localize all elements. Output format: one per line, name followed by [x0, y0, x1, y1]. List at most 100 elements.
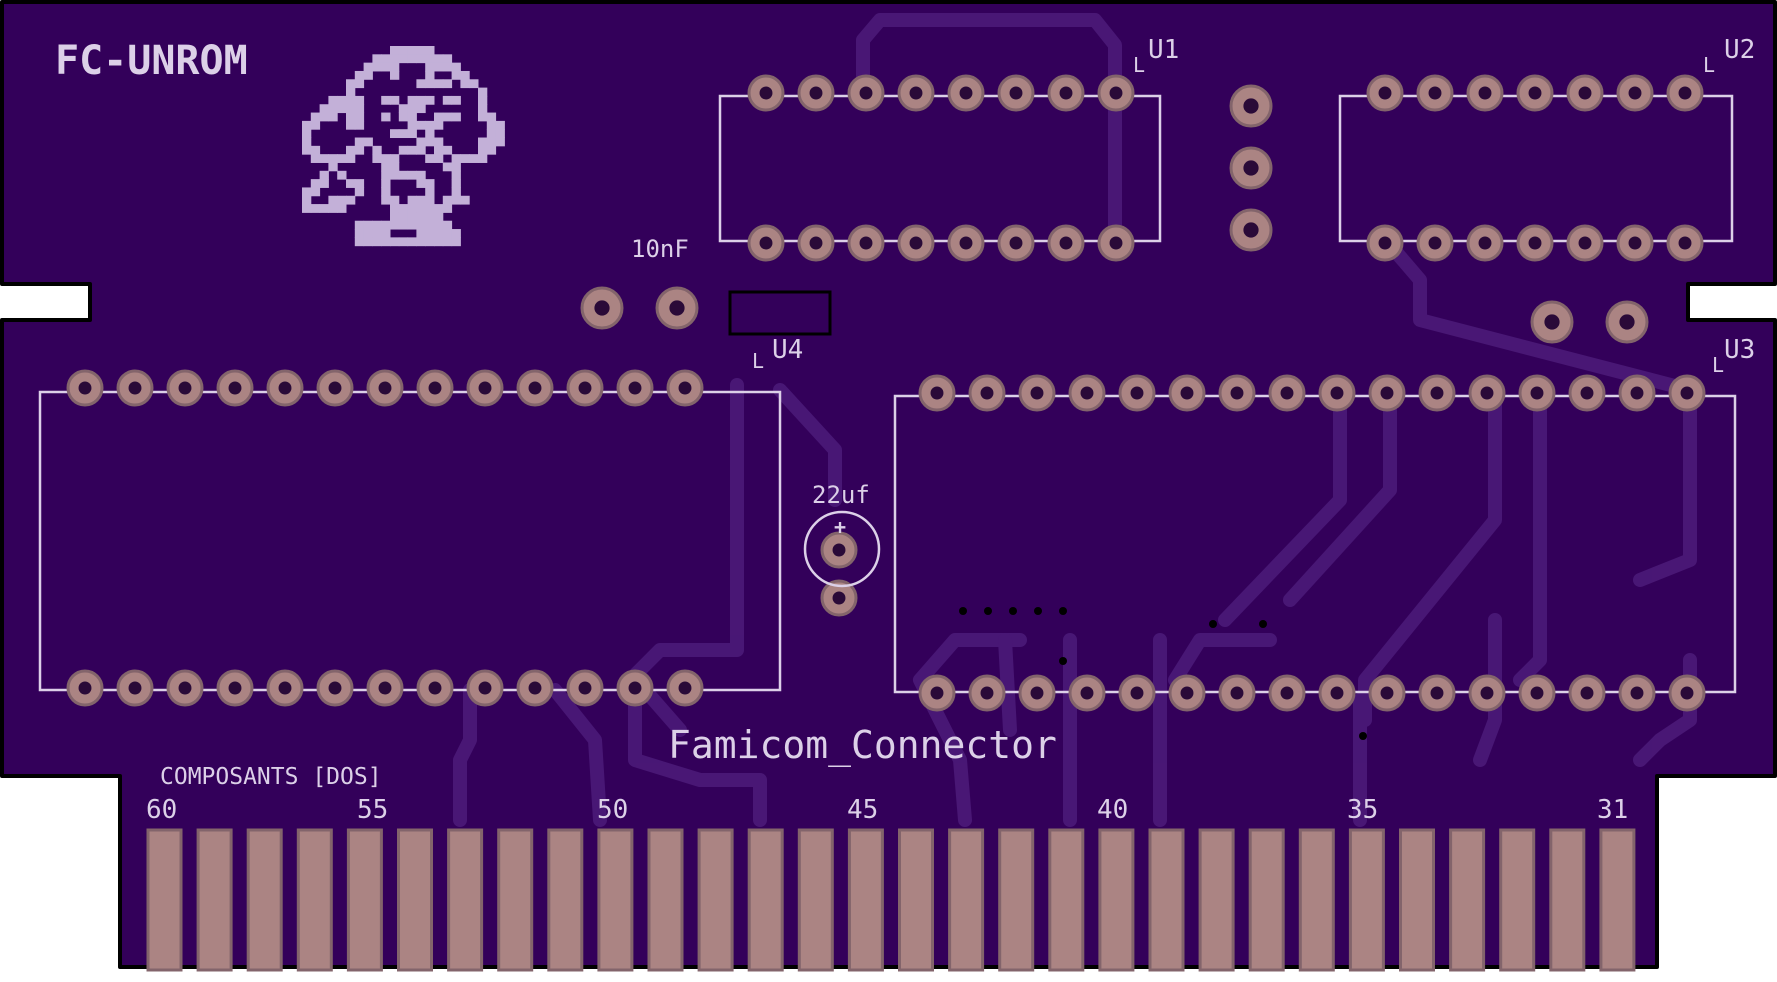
edge-finger [797, 828, 834, 972]
u3-pin-pad [968, 674, 1006, 712]
u3-pin-pad [1618, 674, 1656, 712]
u1-pin-pad [747, 74, 785, 112]
vias [959, 607, 1367, 740]
u3-pin-pad [1168, 374, 1206, 412]
u4-chip-pin-pad [616, 369, 654, 407]
cap-elec-pad [820, 531, 858, 569]
u2-pin-pad [1416, 74, 1454, 112]
ref-u4: U4 [772, 335, 803, 365]
u3-pin-pad [1068, 674, 1106, 712]
u4-chip-pin-pad [616, 669, 654, 707]
u3-pin-pad [1268, 374, 1306, 412]
ref-u2: U2 [1724, 35, 1755, 65]
u2-pin-pad [1616, 74, 1654, 112]
edge-finger [1298, 828, 1335, 972]
u3-pin-pad [1568, 374, 1606, 412]
u4-chip-pin-pad [216, 669, 254, 707]
u2-pin-pad [1366, 74, 1404, 112]
edge-connector-fingers [146, 828, 1636, 972]
edge-finger [898, 828, 934, 972]
edge-finger [296, 828, 333, 972]
cap-elec-plus: + [834, 515, 846, 539]
u2-pin-pad [1666, 74, 1704, 112]
u2-pin-pad [1666, 224, 1704, 262]
u3-pin-pad [1318, 374, 1356, 412]
edge-finger [246, 828, 283, 972]
via [1259, 620, 1267, 628]
edge-finger [1449, 828, 1486, 972]
u4-chip-pin-pad [266, 669, 304, 707]
edge-finger [146, 828, 183, 972]
u2-pin-pad [1366, 224, 1404, 262]
edge-finger [1549, 828, 1586, 972]
u1-pin-pad [897, 74, 935, 112]
u2-pin-pad [1566, 74, 1604, 112]
edge-finger [1399, 828, 1435, 972]
u4-chip-pin-pad [516, 669, 554, 707]
u4-chip-pin-pad [216, 369, 254, 407]
u3-pin-pad [1568, 674, 1606, 712]
u3-pin-pad [1418, 374, 1456, 412]
u3-pin-pad [918, 374, 956, 412]
u4-chip-pin-pad [566, 669, 604, 707]
u2-pin-pad [1616, 224, 1654, 262]
cap-small-pad [580, 286, 624, 330]
ref-u1: U1 [1148, 35, 1179, 65]
edge-pin-label: 45 [847, 795, 878, 825]
edge-finger [1499, 828, 1536, 972]
u3-outline [893, 394, 1737, 694]
via [1034, 607, 1042, 615]
via [1359, 732, 1367, 740]
u1-pin-pad [847, 74, 885, 112]
edge-finger [747, 828, 784, 972]
via [984, 607, 992, 615]
via [1009, 607, 1017, 615]
pads-layer [66, 74, 1706, 712]
edge-finger [1098, 828, 1135, 972]
mega-man-pixel-logo [302, 46, 505, 247]
cap-elec-outline [803, 510, 881, 588]
u4-chip-pin-pad [466, 669, 504, 707]
edge-finger [847, 828, 884, 972]
cap-elec-pad [820, 579, 858, 617]
edge-finger [1048, 828, 1085, 972]
via [1059, 657, 1067, 665]
u1-pin-pad [797, 74, 835, 112]
u4-chip-pin-pad [116, 369, 154, 407]
u1-pin-pad [947, 74, 985, 112]
edge-pin-label: 35 [1347, 795, 1378, 825]
edge-finger [397, 828, 433, 972]
u4-chip-pin-pad [516, 369, 554, 407]
via [1209, 620, 1217, 628]
u4-chip-pin-pad [316, 369, 354, 407]
u2-pin-pad [1516, 224, 1554, 262]
edge-finger [1198, 828, 1235, 972]
u3-pin-pad [1468, 374, 1506, 412]
u3-pin-pad [1018, 674, 1056, 712]
u4-chip-pin-pad [666, 369, 704, 407]
u4-chip-pin-pad [316, 669, 354, 707]
edge-finger [1348, 828, 1385, 972]
u1-pin-pad [1047, 74, 1085, 112]
u4-chip-pin-pad [66, 669, 104, 707]
via [1059, 607, 1067, 615]
cap-pad [1530, 300, 1574, 344]
u2-pin-pad [1566, 224, 1604, 262]
u1-pin-pad [1097, 74, 1135, 112]
edge-pin-label: 55 [357, 795, 388, 825]
u3-pin-pad [1018, 374, 1056, 412]
u1-pin-pad [997, 224, 1035, 262]
connector-label: Famicom_Connector [668, 723, 1057, 768]
edge-finger [497, 828, 534, 972]
pin1-marker: L [1133, 53, 1145, 77]
u3-pin-pad [1468, 674, 1506, 712]
edge-finger [998, 828, 1035, 972]
u1-pin-pad [1097, 224, 1135, 262]
u3-pin-pad [1268, 674, 1306, 712]
edge-finger [1248, 828, 1285, 972]
pin1-marker: L [1703, 53, 1715, 77]
u3-pin-pad [918, 674, 956, 712]
